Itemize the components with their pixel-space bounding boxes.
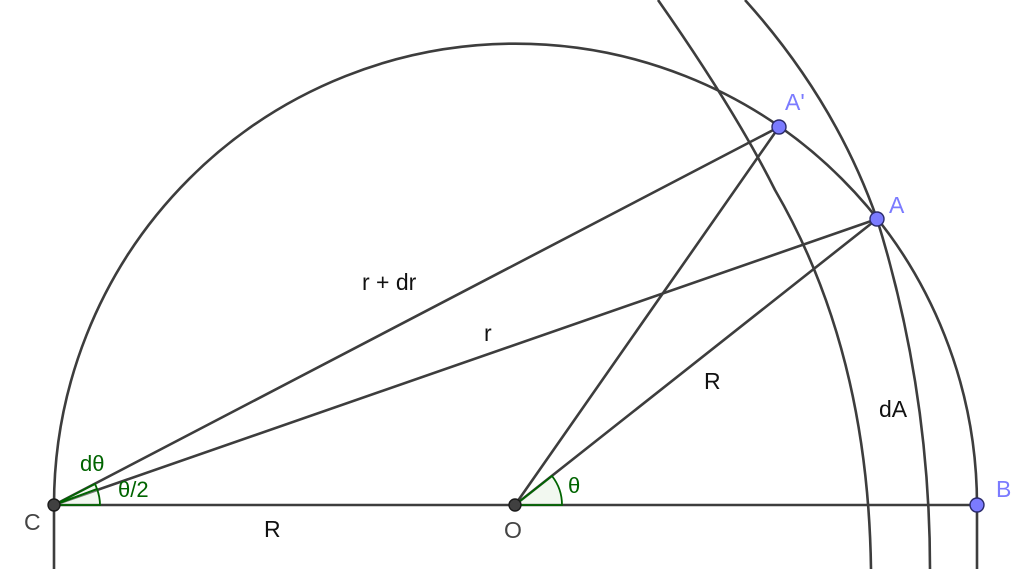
label-segment-C-O: R (264, 516, 281, 542)
label-angle-half-theta: θ/2 (118, 477, 149, 502)
point-C[interactable] (47, 498, 61, 512)
label-point-A: A (889, 192, 905, 218)
segment-O-A (513, 217, 879, 507)
label-segment-C-A-prime: r + dr (362, 269, 417, 295)
arc-radius-r (656, 0, 873, 569)
angle-marker-d-theta (53, 482, 99, 506)
label-arc-dA: dA (879, 396, 908, 422)
point-O[interactable] (508, 498, 522, 512)
label-segment-C-A: r (484, 320, 492, 346)
segment-C-A-prime (52, 125, 781, 507)
label-angle-d-theta: dθ (80, 451, 104, 476)
label-point-C: C (24, 509, 41, 535)
label-segment-O-A: R (704, 368, 721, 394)
segment-O-A-prime (513, 125, 781, 507)
main-circle (52, 42, 979, 569)
angle-marker-theta (512, 474, 563, 506)
point-A[interactable] (869, 211, 885, 227)
label-point-B: B (996, 476, 1011, 502)
point-B[interactable] (969, 497, 985, 513)
label-point-O: O (504, 517, 522, 543)
segment-C-A (52, 217, 879, 507)
arc-radius-r-plus-dr (744, 0, 932, 569)
label-angle-theta: θ (568, 473, 580, 498)
label-point-A-prime: A' (785, 89, 805, 115)
point-A-prime[interactable] (771, 119, 787, 135)
